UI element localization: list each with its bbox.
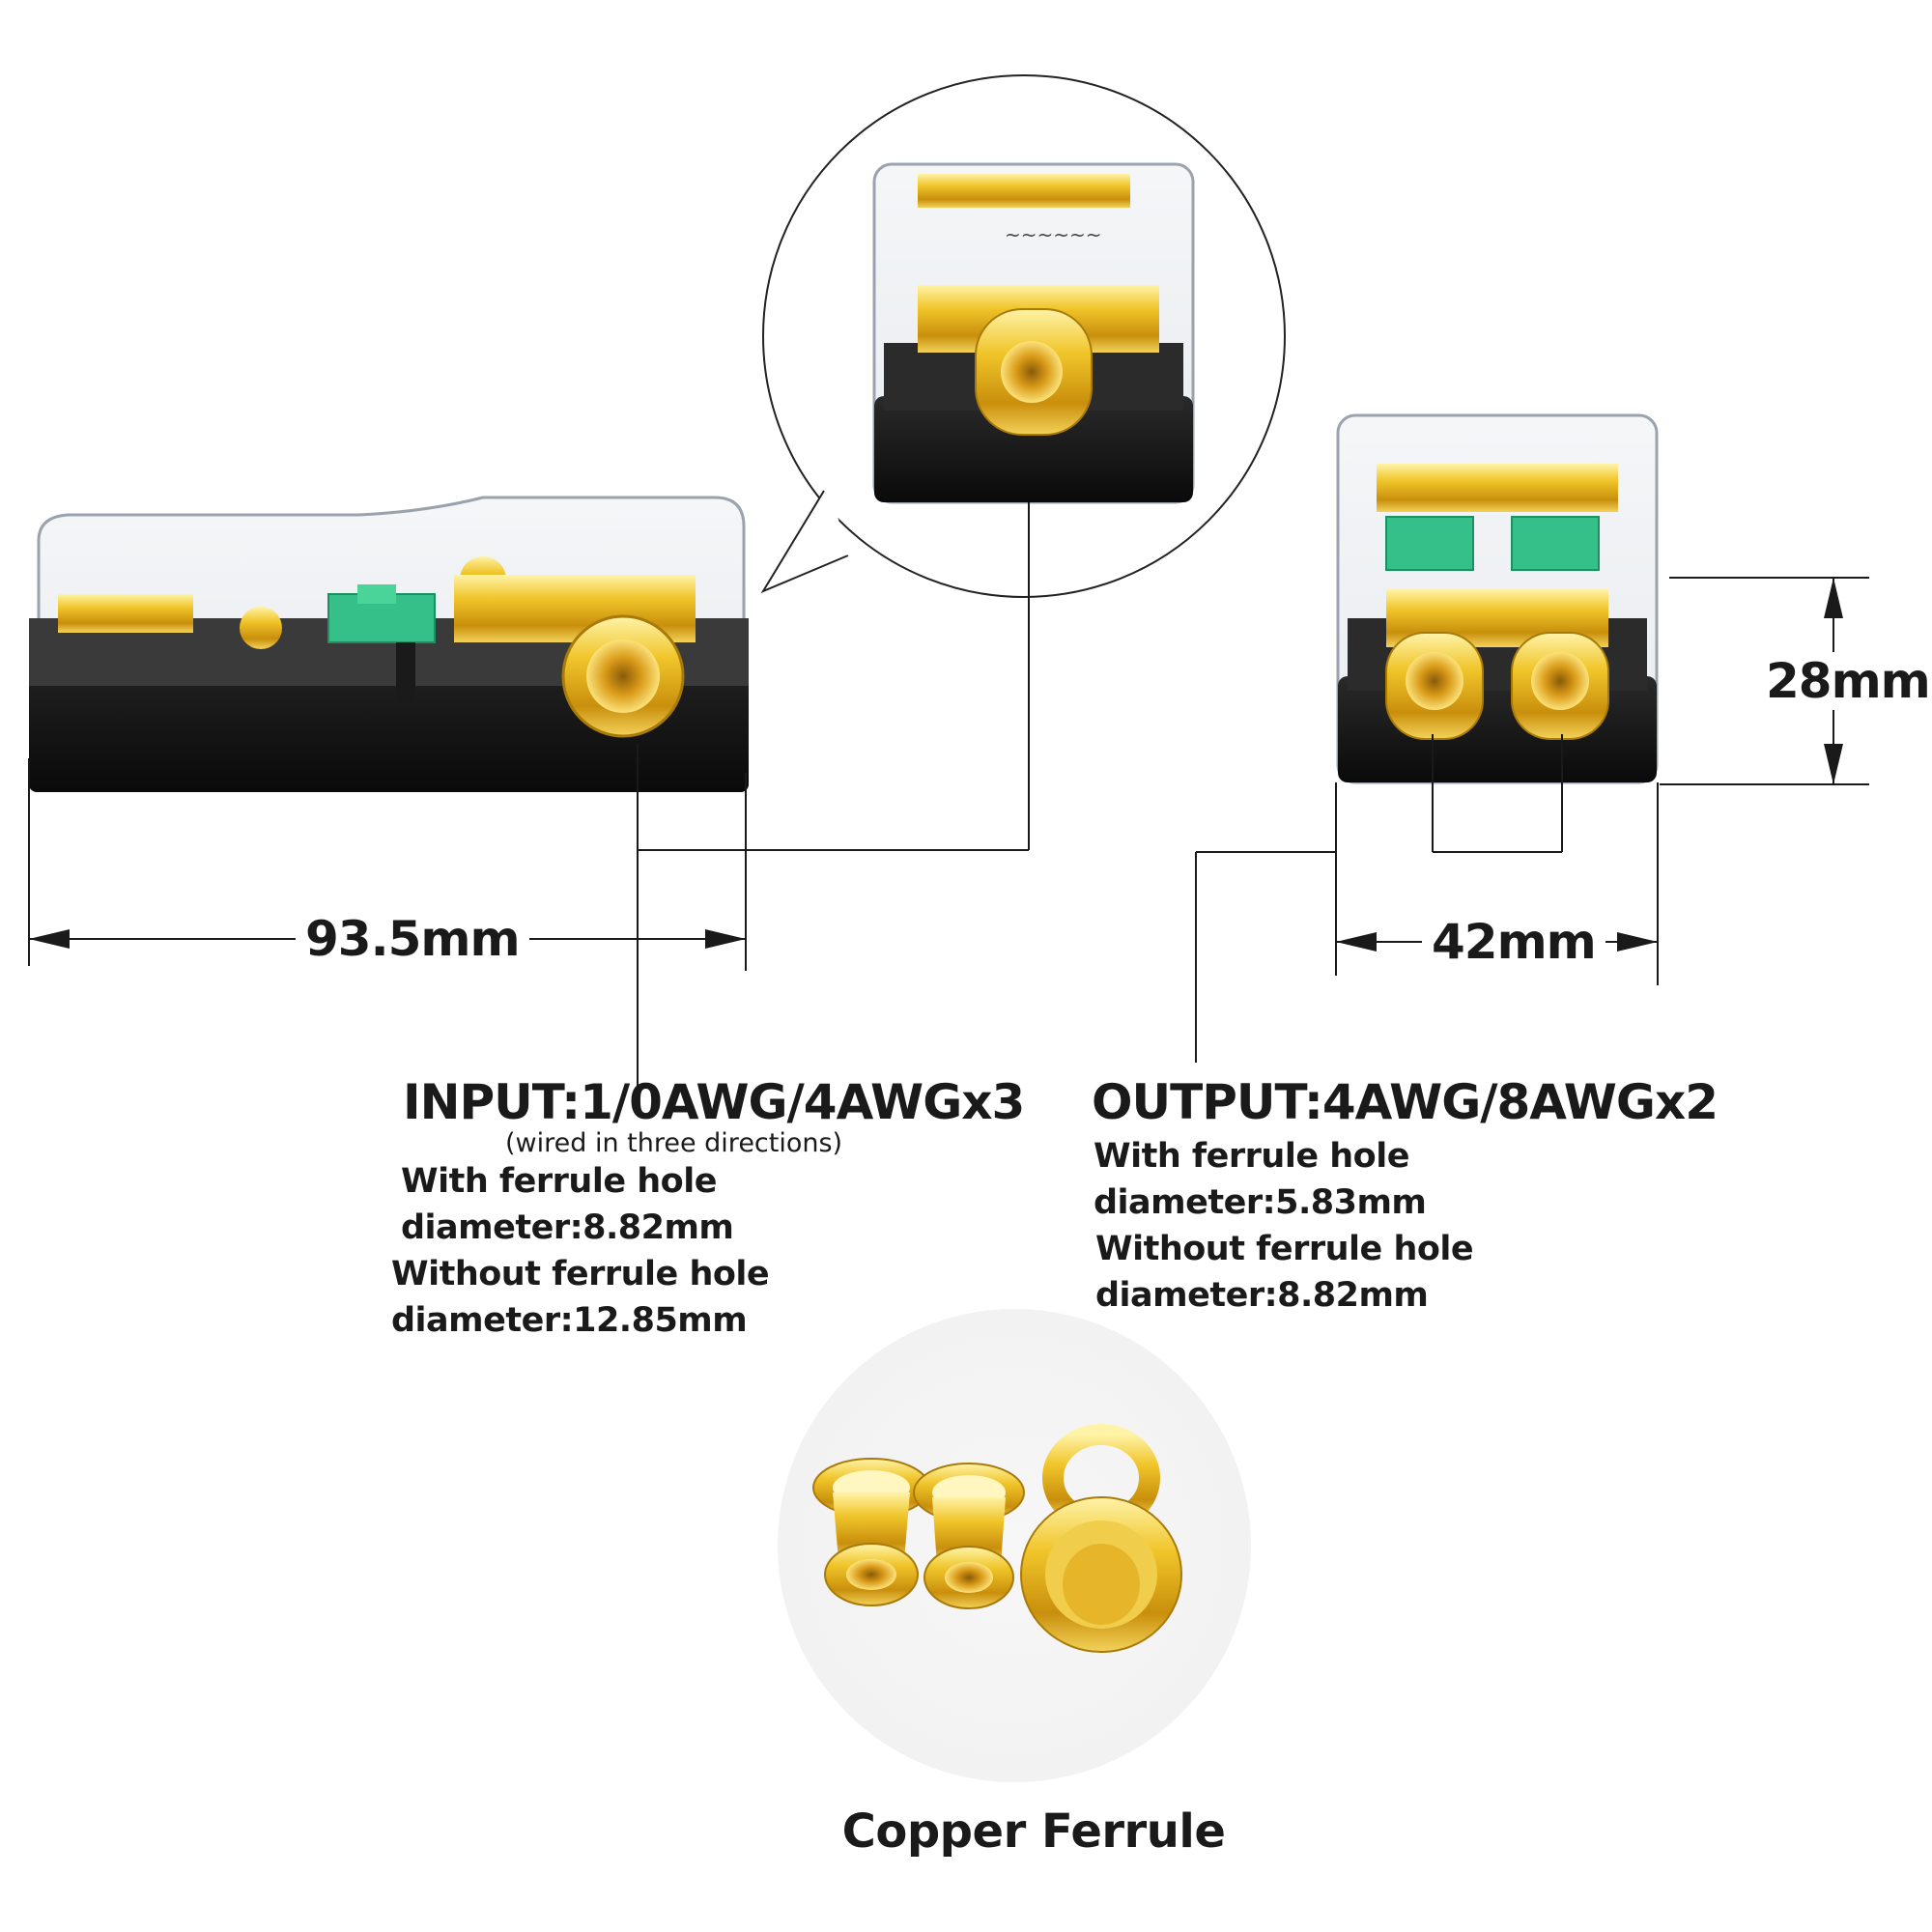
dimension-arrowheads — [29, 578, 1843, 952]
zoom-bubble: ~~~~~~ — [760, 74, 1286, 598]
svg-text:~~~~~~: ~~~~~~ — [1005, 223, 1102, 246]
fuse-block-side-view — [29, 496, 749, 792]
dimension-lines — [28, 502, 1869, 1087]
output-spec-title: OUTPUT:4AWG/8AWGx2 — [1092, 1074, 1719, 1130]
copper-ferrule-photo — [778, 1309, 1251, 1782]
output-without-ferrule: Without ferrule hole diameter:8.82mm — [1095, 1230, 1474, 1315]
input-spec-note: (wired in three directions) — [505, 1128, 843, 1158]
input-with-ferrule: With ferrule hole diameter:8.82mm — [401, 1162, 734, 1247]
length-dimension-label: 93.5mm — [296, 910, 529, 968]
fuse-block-front-view — [1336, 413, 1659, 784]
input-without-ferrule: Without ferrule hole diameter:12.85mm — [391, 1255, 770, 1340]
input-spec-title: INPUT:1/0AWG/4AWGx3 — [403, 1074, 1025, 1130]
width-dimension-label: 42mm — [1422, 913, 1605, 971]
output-spec: OUTPUT:4AWG/8AWGx2 With ferrule hole dia… — [1092, 1074, 1719, 1319]
height-dimension-label: 28mm — [1756, 652, 1932, 710]
input-spec: INPUT:1/0AWG/4AWGx3 (wired in three dire… — [391, 1074, 1025, 1344]
output-with-ferrule: With ferrule hole diameter:5.83mm — [1094, 1137, 1427, 1222]
ferrule-caption: Copper Ferrule — [841, 1804, 1226, 1859]
